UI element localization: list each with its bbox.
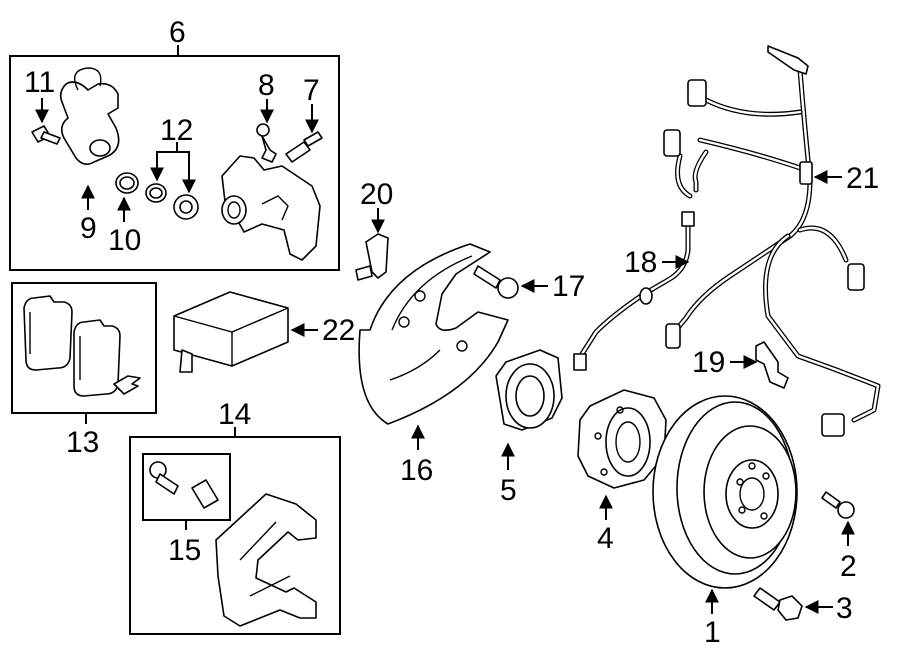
part-11-bolt[interactable] xyxy=(31,125,61,145)
part-12-seal-kit[interactable] xyxy=(145,183,199,220)
part-9-caliper-sensor[interactable] xyxy=(59,67,120,166)
part-7-screw[interactable] xyxy=(285,131,323,163)
callout-14: 14 xyxy=(218,398,251,431)
part-22-module[interactable] xyxy=(173,291,289,373)
group-box-15 xyxy=(142,453,231,530)
part-20-sensor[interactable] xyxy=(355,233,389,281)
callout-1: 1 xyxy=(704,616,721,649)
part-2-screw[interactable] xyxy=(821,491,855,519)
group-box-14 xyxy=(129,427,341,635)
group-box-6 xyxy=(9,45,340,271)
callout-16: 16 xyxy=(400,454,433,487)
callout-labels: 1 2 3 4 5 6 7 8 9 10 11 12 13 14 15 16 1… xyxy=(24,16,879,649)
callout-13: 13 xyxy=(66,426,99,459)
part-8-bleeder[interactable] xyxy=(256,123,277,163)
callout-17: 17 xyxy=(552,270,585,303)
part-10-seal[interactable] xyxy=(115,172,139,194)
part-21-wiring-harness[interactable] xyxy=(663,45,881,437)
callout-7: 7 xyxy=(303,74,320,107)
part-19-bracket[interactable] xyxy=(755,341,789,389)
callout-20: 20 xyxy=(360,178,393,211)
callout-12: 12 xyxy=(160,114,193,147)
group-box-13 xyxy=(11,282,157,424)
callout-lines xyxy=(35,98,855,614)
part-1-brake-rotor[interactable] xyxy=(652,395,798,589)
part-17-bolt[interactable] xyxy=(473,265,519,299)
part-4-hub[interactable] xyxy=(577,389,667,489)
callout-10: 10 xyxy=(108,224,141,257)
callout-9: 9 xyxy=(80,212,97,245)
callout-18: 18 xyxy=(624,246,657,279)
callout-21: 21 xyxy=(846,162,879,195)
part-16-splash-shield[interactable] xyxy=(358,243,509,425)
callout-15: 15 xyxy=(168,534,201,567)
caliper-housing[interactable] xyxy=(221,155,321,261)
part-5-wheel-bearing[interactable] xyxy=(495,349,563,431)
callout-11: 11 xyxy=(24,66,55,99)
part-3-bolt[interactable] xyxy=(753,587,803,621)
callout-6: 6 xyxy=(169,16,186,49)
part-15-guide-pins[interactable] xyxy=(149,461,219,509)
callout-19: 19 xyxy=(692,346,725,379)
callout-4: 4 xyxy=(597,522,614,555)
part-14-bracket[interactable] xyxy=(215,493,317,627)
callout-5: 5 xyxy=(500,474,517,507)
callout-8: 8 xyxy=(258,69,275,102)
callout-3: 3 xyxy=(836,592,853,625)
part-13-brake-pads[interactable] xyxy=(23,295,141,397)
callout-22: 22 xyxy=(322,314,355,347)
callout-2: 2 xyxy=(840,550,857,583)
